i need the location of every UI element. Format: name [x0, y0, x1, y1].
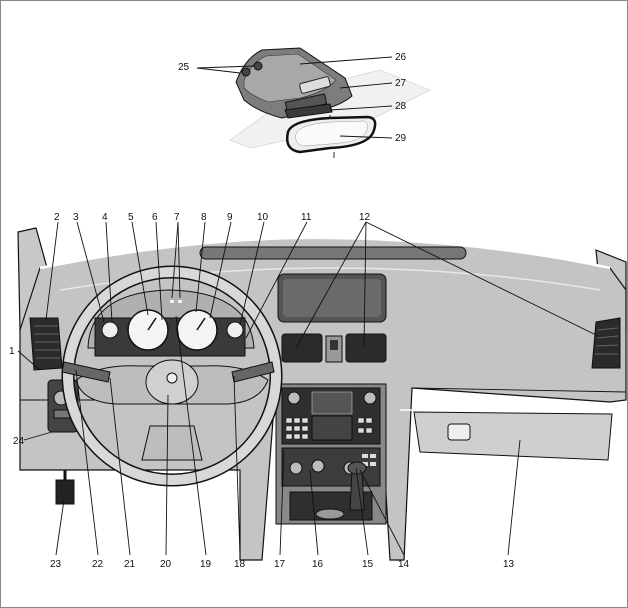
- reading-lamp-button-left[interactable]: [241, 67, 251, 77]
- tachometer-needle: [147, 317, 157, 331]
- callout-3: 3: [73, 212, 79, 223]
- cassette-slot[interactable]: [311, 415, 353, 441]
- callout-10: 10: [257, 212, 269, 223]
- wiper-stalk[interactable]: [231, 361, 275, 383]
- callout-22: 22: [92, 559, 104, 570]
- audio-preset-buttons[interactable]: [285, 417, 373, 440]
- right-vent-louvers: [595, 327, 619, 355]
- callout-8: 8: [201, 212, 207, 223]
- fuel-gauge: [226, 321, 244, 339]
- callout-27: 27: [395, 78, 407, 89]
- callout-labels: 25 26 27 28 29 1 2 3 4 5 6 7 8 9 10 11 1…: [9, 52, 515, 570]
- callout-26: 26: [395, 52, 407, 63]
- callout-1: 1: [9, 346, 15, 357]
- leader-lines: [17, 56, 599, 556]
- callout-12: 12: [359, 212, 371, 223]
- mirror-mount: [284, 103, 333, 119]
- callout-19: 19: [200, 559, 212, 570]
- tuning-knob[interactable]: [363, 391, 377, 405]
- callout-14: 14: [398, 559, 410, 570]
- steering-wheel[interactable]: [61, 265, 283, 487]
- callout-24: 24: [13, 436, 25, 447]
- callout-11: 11: [301, 212, 312, 223]
- lower-spoke: [141, 425, 203, 461]
- volume-knob[interactable]: [287, 391, 301, 405]
- hazard-switch[interactable]: [330, 340, 338, 350]
- callout-28: 28: [395, 101, 407, 112]
- callout-5: 5: [128, 212, 134, 223]
- left-vent-louvers: [34, 325, 60, 359]
- right-side-vent[interactable]: [591, 317, 621, 369]
- interior-light-switch[interactable]: [299, 76, 331, 94]
- reading-lamp-button-right[interactable]: [253, 61, 263, 71]
- callout-21: 21: [124, 559, 136, 570]
- glovebox-handle[interactable]: [447, 423, 471, 441]
- center-vent-right[interactable]: [345, 333, 387, 363]
- parking-brake-pedal[interactable]: [55, 479, 75, 505]
- callout-15: 15: [362, 559, 374, 570]
- callout-23: 23: [50, 559, 62, 570]
- dash-top-highlight: [39, 236, 611, 270]
- wheel-emblem: [166, 372, 178, 384]
- callout-4: 4: [102, 212, 108, 223]
- mirror-glass: [295, 120, 368, 147]
- callout-16: 16: [312, 559, 324, 570]
- glovebox: [413, 411, 613, 461]
- callout-9: 9: [227, 212, 233, 223]
- climate-buttons[interactable]: [362, 454, 376, 466]
- callout-17: 17: [274, 559, 286, 570]
- callout-7: 7: [174, 212, 180, 223]
- indicator-lamp-right: [178, 300, 182, 303]
- callout-25: 25: [178, 62, 190, 73]
- callout-13: 13: [503, 559, 515, 570]
- speaker-grille: [283, 279, 381, 317]
- fan-speed-knob[interactable]: [289, 461, 303, 475]
- callout-18: 18: [234, 559, 246, 570]
- cupholder[interactable]: [315, 508, 345, 520]
- temperature-knob[interactable]: [311, 459, 325, 473]
- audio-display: [311, 391, 353, 415]
- callout-20: 20: [160, 559, 172, 570]
- temperature-gauge: [101, 321, 119, 339]
- indicator-lamp-left: [170, 300, 174, 303]
- callout-29: 29: [395, 133, 407, 144]
- speedometer-needle: [196, 317, 206, 331]
- defroster-vent: [199, 246, 467, 260]
- callout-2: 2: [54, 212, 60, 223]
- overhead-console: [229, 47, 431, 158]
- callout-6: 6: [152, 212, 158, 223]
- dashboard: [17, 227, 627, 561]
- center-vent-left[interactable]: [281, 333, 323, 363]
- turn-signal-stalk[interactable]: [61, 361, 111, 383]
- cluster-panel: [94, 317, 246, 357]
